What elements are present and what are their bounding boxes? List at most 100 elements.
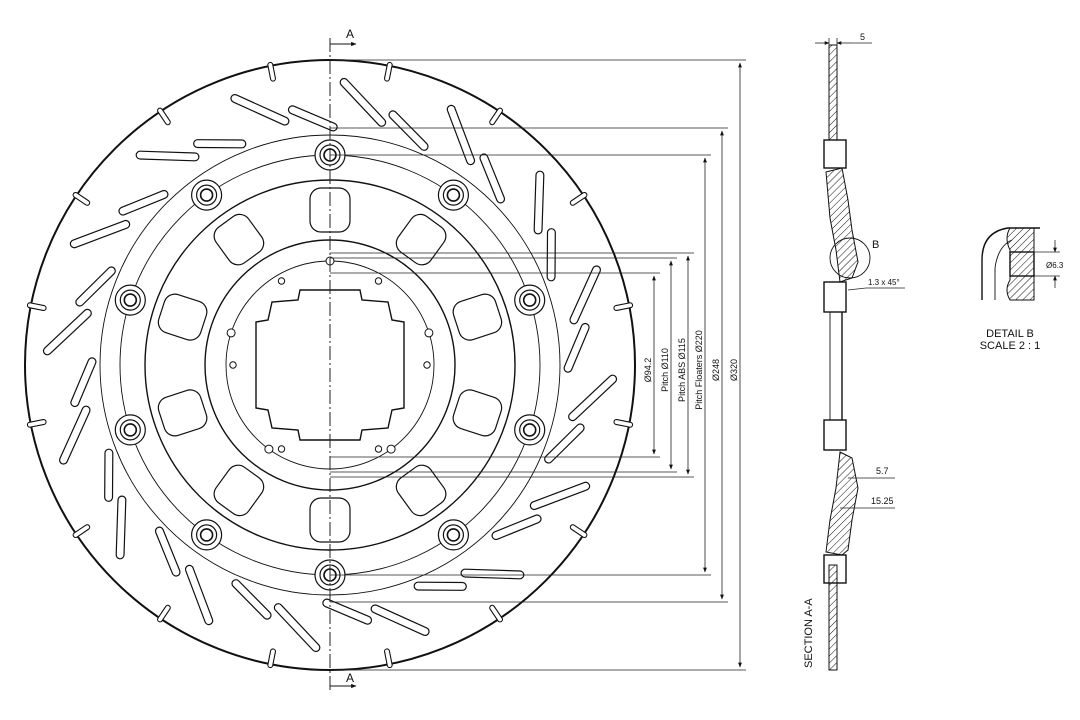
floater-block-upper-mid (823, 281, 847, 313)
hub-bolt-hole (424, 328, 434, 338)
rotor-slot-fill (274, 604, 320, 651)
rim-notch-fill (490, 108, 502, 125)
floater-hole (123, 293, 138, 307)
rotor-slot-fill (116, 496, 126, 559)
rim-notch-fill (385, 63, 392, 81)
rotor-slot-fill (371, 605, 429, 635)
dim-label-d320: Ø320 (729, 359, 739, 381)
rim-notch-fill (158, 605, 170, 622)
rotor-slot-fill (232, 580, 271, 619)
chamfer-label: 1.3 x 45° (868, 278, 900, 287)
rotor-slot-fill (71, 221, 129, 248)
rotor-slot-fill (60, 406, 90, 464)
rotor-slot-fill (492, 515, 541, 539)
floater-hole (446, 188, 461, 202)
hub-abs-hole (423, 361, 431, 369)
carrier-window (309, 497, 351, 543)
dim-outer-label: 15.25 (871, 496, 894, 506)
rotor-slot-fill (231, 95, 289, 125)
hub-center-bore (255, 289, 405, 441)
rotor-slot-fill (76, 267, 115, 306)
section-mark-top: A (346, 27, 354, 41)
floater-hole (199, 188, 214, 202)
detail-scale: SCALE 2 : 1 (980, 340, 1041, 352)
rotor-slots (42, 77, 618, 653)
hub-abs-hole (229, 361, 237, 369)
hub-abs-hole (374, 445, 383, 453)
floater-block-lower-mid (823, 419, 847, 451)
hub-bolt-hole (226, 328, 236, 338)
floater-mid (196, 524, 218, 546)
carrier-window (452, 389, 503, 437)
rim-notch-fill (570, 525, 587, 537)
detail-outline (981, 227, 1040, 300)
floater-mid (119, 419, 141, 441)
carrier-window (213, 213, 265, 266)
diameter-dimensions: Ø94.2 Pitch Ø110 Pitch ABS Ø115 Pitch Fl… (330, 59, 746, 671)
rotor-slot-fill (156, 527, 180, 576)
dim-label-d248: Ø248 (711, 359, 721, 381)
dim-label-d220: Pitch Floaters Ø220 (694, 330, 704, 410)
section-title: SECTION A-A (803, 598, 815, 668)
carrier-windows (157, 187, 503, 543)
rim-notch-fill (570, 193, 587, 205)
carrier-window (452, 293, 503, 341)
rotor-slot-fill (44, 309, 91, 355)
floater-block-top (823, 139, 847, 169)
floater-hole (522, 423, 537, 437)
rim-notch-fill (268, 63, 275, 81)
rim-notches (26, 61, 634, 669)
detail-hole (1009, 251, 1035, 277)
section-view: B 5 1.3 x 45° 5.7 15.25 SECTION A-A (803, 32, 905, 671)
rotor-slot-fill (569, 375, 616, 421)
hub-holes (226, 256, 434, 454)
carrier-window (157, 293, 208, 341)
rotor-slot-fill (480, 154, 504, 203)
section-mark-bottom: A (346, 671, 354, 685)
dim-label-d110: Pitch Ø110 (660, 348, 670, 392)
carrier-section-lower (825, 451, 859, 556)
rotor-slot-fill (136, 151, 199, 161)
carrier-window (395, 213, 447, 266)
detail-title: DETAIL B (986, 328, 1034, 340)
rim-notch-fill (614, 420, 632, 427)
section-thickness-label: 5 (860, 32, 865, 42)
hub-abs-hole (277, 277, 286, 285)
floater-mid (519, 419, 541, 441)
floater-mid (519, 289, 541, 311)
rim-notch-fill (73, 525, 90, 537)
rotor-slot-fill (389, 111, 428, 150)
front-view (24, 59, 636, 671)
hub-abs-hole (374, 277, 383, 285)
floater-mid (119, 289, 141, 311)
rim-notch-fill (614, 303, 632, 310)
hub-abs-hole (277, 445, 286, 453)
rotor-slot-fill (447, 106, 474, 164)
hub-bolt-hole (386, 444, 396, 454)
rotor-slot-fill (570, 266, 600, 324)
rotor-slot-fill (186, 565, 213, 625)
floater-mid (442, 184, 464, 206)
rim-notch-fill (27, 303, 46, 310)
floater-hole (446, 528, 461, 542)
rim-notch-fill (268, 649, 275, 667)
floater-mid (196, 184, 218, 206)
rim-notch-fill (158, 108, 170, 125)
detail-callout-label: B (872, 239, 879, 251)
detail-view: Ø6.3 DETAIL B SCALE 2 : 1 (980, 227, 1064, 352)
carrier-window (157, 389, 208, 437)
floater-hole (123, 423, 138, 437)
rotor-slot-fill (119, 191, 168, 215)
rim-notch-fill (27, 420, 46, 427)
rotor-slot-fill (530, 482, 590, 509)
dim-label-d115: Pitch ABS Ø115 (677, 338, 687, 402)
rotor-section-top (828, 44, 838, 141)
rotor-slot-fill (534, 171, 544, 234)
rotor-slot-fill (71, 358, 96, 406)
rotor-slot-fill (289, 106, 337, 131)
rotor-slot-fill (340, 79, 386, 126)
detail-hatched-rotor (1006, 227, 1035, 301)
floater-buttons (114, 139, 546, 591)
carrier-window (213, 464, 265, 517)
rim-notch-fill (73, 193, 90, 205)
